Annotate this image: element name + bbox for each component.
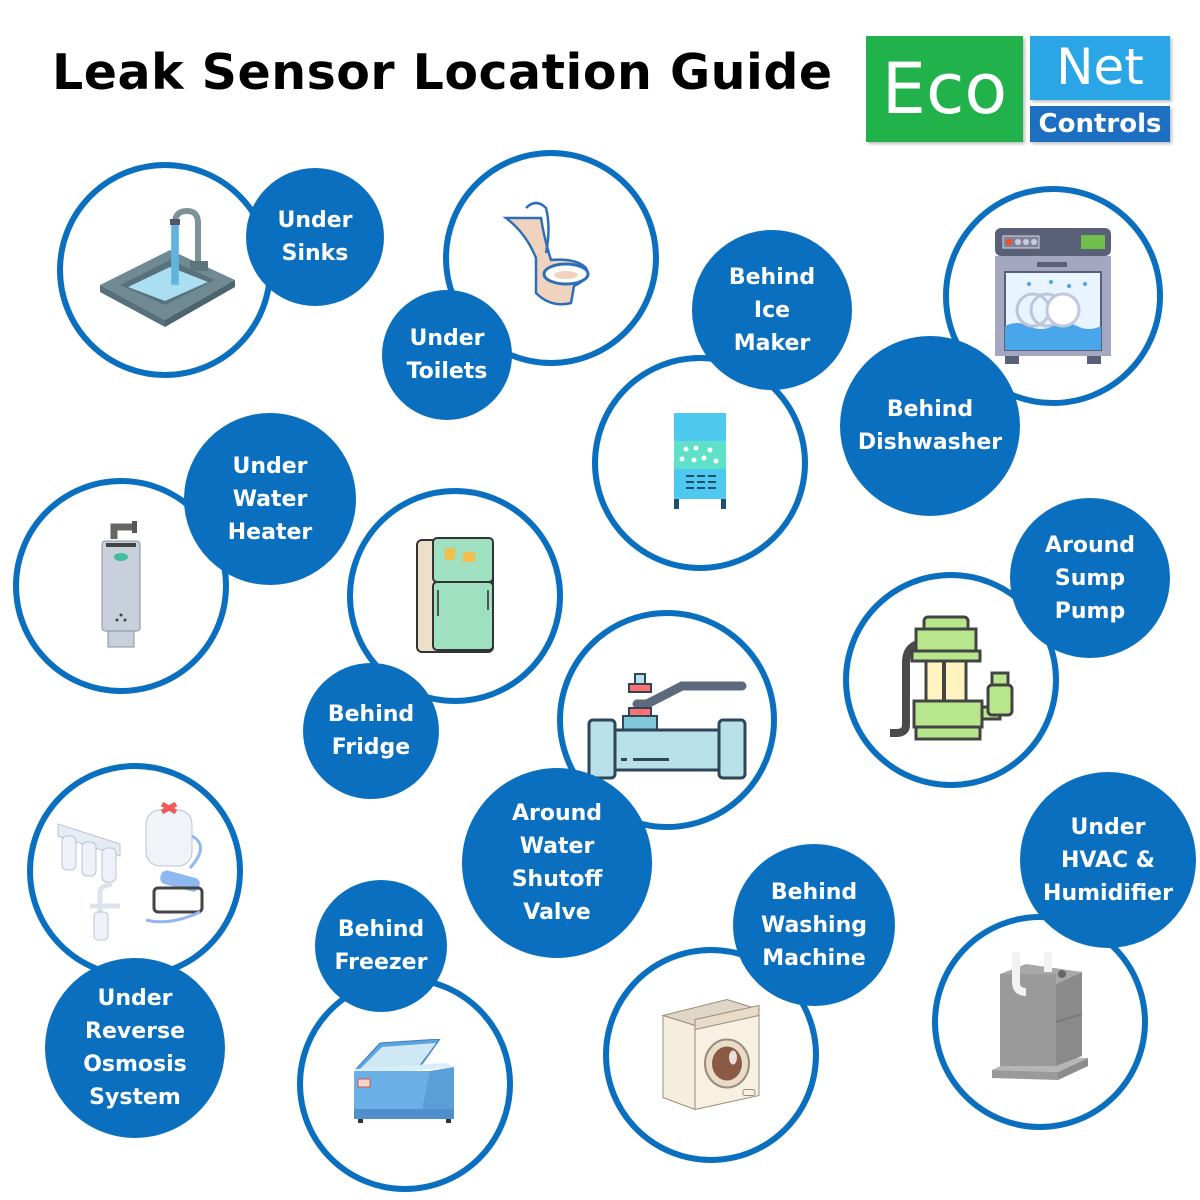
econet-controls-logo: Eco Net Controls — [866, 34, 1172, 144]
label-around-sump-pump: Around Sump Pump — [1010, 498, 1170, 658]
label-behind-ice-maker: Behind Ice Maker — [692, 230, 852, 390]
label-behind-fridge: Behind Fridge — [303, 663, 439, 799]
reverse-osmosis-image-circle — [27, 763, 243, 979]
label-behind-dishwasher: Behind Dishwasher — [840, 336, 1020, 516]
ice-maker-image-circle — [592, 355, 808, 571]
label-behind-washing-machine: Behind Washing Machine — [733, 844, 895, 1006]
freezer-image-circle — [297, 976, 513, 1192]
valve-image-circle — [557, 610, 777, 830]
label-under-toilets: Under Toilets — [382, 290, 512, 420]
sink-image-circle — [57, 162, 273, 378]
sink-icon — [100, 207, 235, 327]
logo-net: Net — [1030, 36, 1170, 100]
label-around-water-shutoff-valve: Around Water Shutoff Valve — [462, 768, 652, 958]
valve-icon — [587, 673, 747, 780]
water-heater-icon — [101, 521, 141, 648]
page-title: Leak Sensor Location Guide — [52, 44, 833, 101]
reverse-osmosis-icon — [57, 801, 204, 941]
toilet-icon — [502, 201, 590, 306]
ice-maker-icon — [674, 413, 726, 509]
dishwasher-image-circle — [943, 186, 1163, 406]
water-heater-image-circle — [13, 478, 229, 694]
label-under-sinks: Under Sinks — [246, 168, 384, 306]
label-under-hvac-humidifier: Under HVAC & Humidifier — [1020, 772, 1196, 948]
fridge-icon — [416, 537, 494, 653]
label-behind-freezer: Behind Freezer — [315, 880, 447, 1012]
logo-controls: Controls — [1030, 106, 1170, 142]
label-under-reverse-osmosis-system: Under Reverse Osmosis System — [45, 958, 225, 1138]
logo-eco: Eco — [866, 36, 1023, 142]
sump-pump-icon — [890, 615, 1014, 741]
washing-machine-icon — [661, 998, 761, 1111]
hvac-humidifier-icon — [992, 952, 1088, 1080]
freezer-icon — [354, 1039, 454, 1123]
label-under-water-heater: Under Water Heater — [184, 413, 356, 585]
dishwasher-icon — [995, 228, 1111, 364]
